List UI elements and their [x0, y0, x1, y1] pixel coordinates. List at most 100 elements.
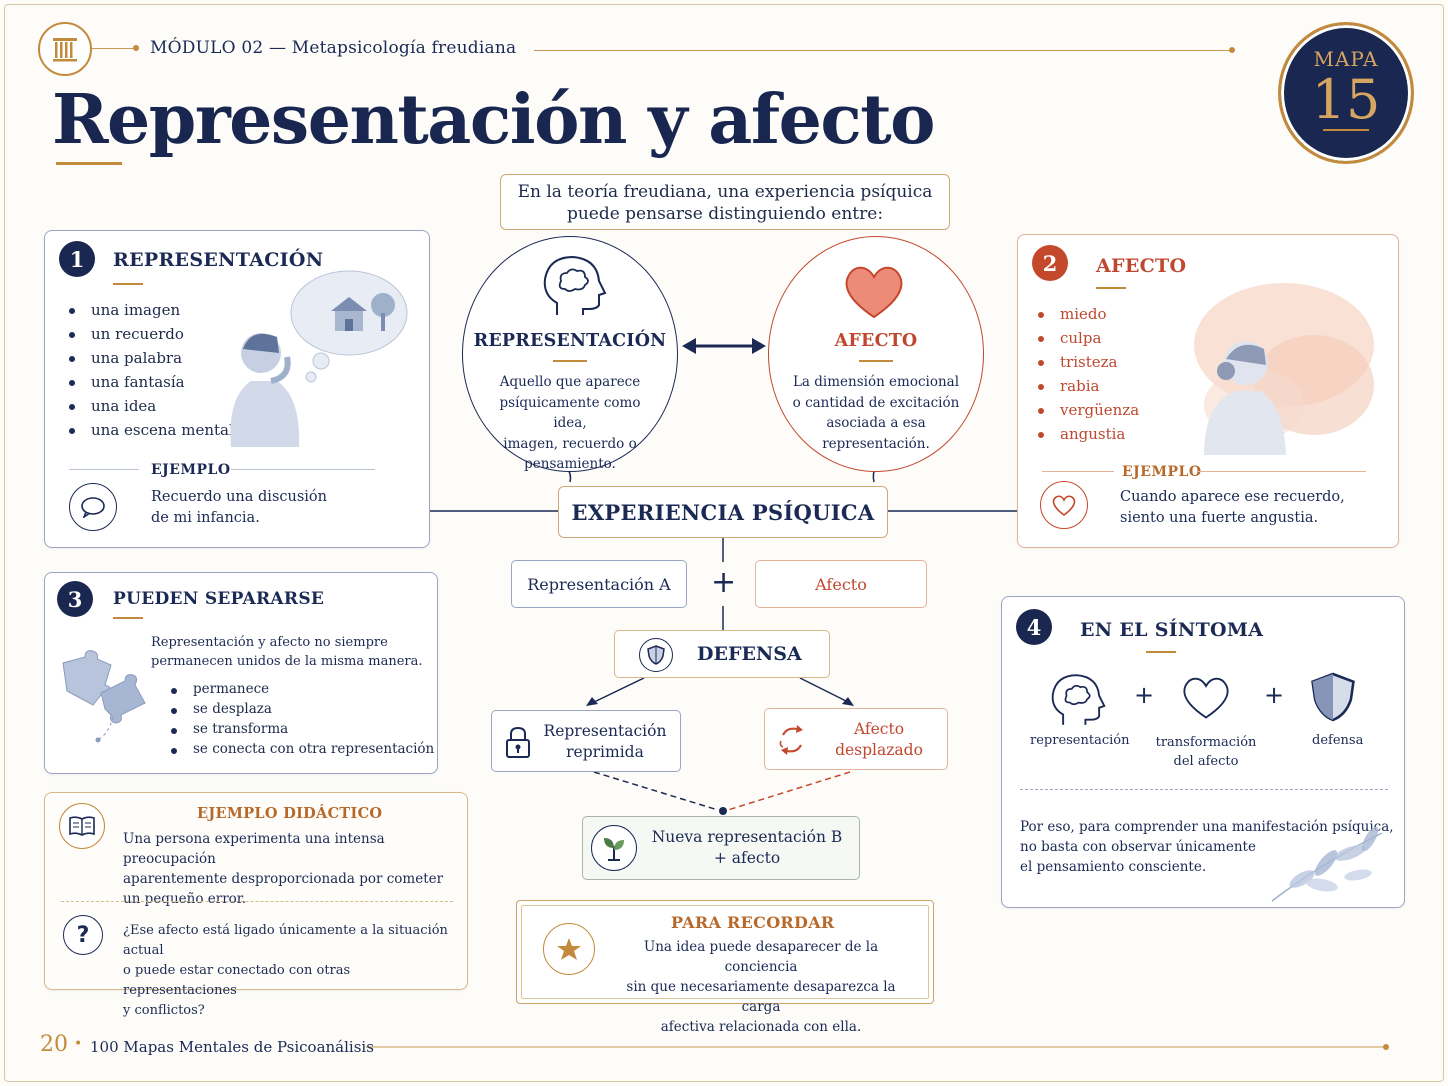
desc-line: imagen, recuerdo o	[503, 435, 637, 452]
card-pueden-separarse: 3 PUEDEN SEPARARSE Representación y afec…	[44, 572, 438, 774]
list-item: se desplaza	[169, 701, 434, 718]
didactico-title: EJEMPLO DIDÁCTICO	[197, 805, 383, 822]
desc-line: psíquicamente como idea,	[499, 394, 641, 432]
speech-bubble-icon	[69, 483, 117, 531]
representacion-a-box: Representación A	[511, 560, 687, 608]
page-title: Representación y afecto	[52, 80, 936, 160]
recordar-inner-frame	[521, 905, 929, 999]
list-item: se transforma	[169, 721, 434, 738]
shield-icon	[639, 638, 673, 672]
circle-representacion: REPRESENTACIÓN Aquello que aparece psíqu…	[462, 236, 678, 472]
label-defensa: defensa	[1312, 733, 1364, 748]
label-representacion: representación	[1030, 733, 1130, 748]
question-line: y conflictos?	[123, 1003, 205, 1018]
card-representacion: 1 REPRESENTACIÓN una imagen un recuerdo …	[44, 230, 430, 548]
card4-divider	[1020, 789, 1388, 790]
list-item: una imagen	[67, 301, 234, 320]
example-line: de mi infancia.	[151, 510, 260, 526]
plus-sign: +	[711, 565, 737, 600]
list-item: se conecta con otra representación	[169, 741, 434, 758]
desc-line: pensamiento.	[524, 456, 616, 472]
card-ejemplo-didactico: EJEMPLO DIDÁCTICO Una persona experiment…	[44, 792, 468, 1018]
intro-line: Representación y afecto no siempre	[151, 635, 388, 650]
lock-icon	[506, 726, 530, 758]
card-afecto: 2 AFECTO miedo culpa tristeza rabia verg…	[1017, 234, 1399, 548]
label-line: transformación	[1155, 735, 1257, 750]
cycle-arrows-icon	[779, 725, 803, 755]
circle-rep-title: REPRESENTACIÓN	[473, 331, 667, 351]
badge-label: MAPA	[1313, 47, 1379, 71]
title-underline	[56, 162, 122, 165]
circle-afe-bar	[859, 360, 893, 362]
heart-outline-icon	[1183, 677, 1229, 719]
card-en-el-sintoma: 4 EN EL SÍNTOMA + + representación trans…	[1001, 596, 1405, 908]
box-line: Representación	[543, 722, 667, 740]
circle-afe-title: AFECTO	[834, 331, 918, 351]
card3-title: PUEDEN SEPARARSE	[113, 589, 325, 609]
card3-underline	[113, 617, 143, 619]
intro-line-2: puede pensarse distinguiendo entre:	[566, 204, 884, 224]
list-item: una fantasía	[67, 373, 234, 392]
text-line: afectiva relacionada con ella.	[660, 1019, 862, 1035]
list-item: culpa	[1036, 329, 1139, 348]
page-frame	[4, 4, 1444, 1082]
header-rule-left	[92, 48, 136, 49]
box-line: Nueva representación B	[651, 828, 843, 846]
text-line: no basta con observar únicamente	[1020, 839, 1256, 855]
defensa-box: DEFENSA	[614, 630, 830, 678]
list-item: vergüenza	[1036, 401, 1139, 420]
puzzle-pieces-icon	[62, 650, 146, 743]
badge-number: 15	[1311, 68, 1381, 131]
card2-number: 2	[1032, 245, 1068, 281]
card3-list: permanece se desplaza se transforma se c…	[169, 681, 434, 761]
heart-outline-icon	[1040, 481, 1088, 529]
card1-example-label: EJEMPLO	[151, 462, 231, 478]
plus-sign: +	[1134, 681, 1155, 709]
afecto-desplazado-box: Afecto desplazado	[764, 708, 948, 770]
card4-underline	[1146, 651, 1176, 653]
box-line: reprimida	[566, 743, 644, 761]
text-line: Una idea puede desaparecer de la concien…	[643, 939, 879, 975]
circle-afe-desc: La dimensión emocional o cantidad de exc…	[769, 372, 983, 454]
experiencia-psiquica-box: EXPERIENCIA PSÍQUICA	[558, 486, 888, 538]
label-transformacion: transformación del afecto	[1154, 733, 1258, 771]
badge-bar	[1323, 129, 1369, 131]
header-rule-right-dot	[1229, 47, 1235, 53]
card4-text: Por eso, para comprender una manifestaci…	[1020, 817, 1394, 877]
head-thought-icon	[1051, 674, 1106, 725]
card2-divider-left	[1042, 471, 1114, 472]
card2-title: AFECTO	[1096, 255, 1187, 277]
list-item: miedo	[1036, 305, 1139, 324]
thinking-man-illustration	[230, 270, 408, 447]
card2-example-text: Cuando aparece ese recuerdo, siento una …	[1120, 487, 1345, 529]
text-line: aparentemente desproporcionada por comet…	[123, 871, 444, 887]
list-item: una escena mental	[67, 421, 234, 440]
desc-line: representación.	[822, 435, 930, 452]
desc-line: asociada a esa	[826, 415, 926, 431]
heart-icon	[845, 266, 903, 319]
map-number-badge: MAPA 15	[1278, 22, 1414, 164]
card1-divider-left	[69, 469, 139, 470]
leaves-decoration	[1271, 826, 1383, 902]
representacion-reprimida-box: Representación reprimida	[491, 710, 681, 772]
label-line: del afecto	[1173, 754, 1239, 769]
header-rule-dot	[133, 45, 139, 51]
list-item: tristeza	[1036, 353, 1139, 372]
intro-line: permanecen unidos de la misma manera.	[151, 654, 423, 669]
page-number: 20	[40, 1032, 68, 1057]
card1-number: 1	[59, 241, 95, 277]
defensa-label: DEFENSA	[697, 643, 802, 665]
sprout-icon	[591, 825, 637, 871]
question-line: ¿Ese afecto está ligado únicamente a la …	[123, 923, 448, 958]
card1-title: REPRESENTACIÓN	[113, 249, 324, 271]
box-line: Afecto	[853, 720, 905, 738]
card1-list: una imagen un recuerdo una palabra una f…	[67, 301, 234, 445]
question-icon: ?	[63, 915, 103, 955]
nueva-representacion-box: Nueva representación B + afecto	[582, 816, 860, 880]
module-label: MÓDULO 02 — Metapsicología freudiana	[150, 38, 517, 58]
circle-afecto: AFECTO La dimensión emocional o cantidad…	[768, 236, 984, 472]
text-line: un pequeño error.	[123, 891, 247, 907]
card1-divider-right	[231, 469, 375, 470]
column-logo-icon	[38, 22, 92, 76]
